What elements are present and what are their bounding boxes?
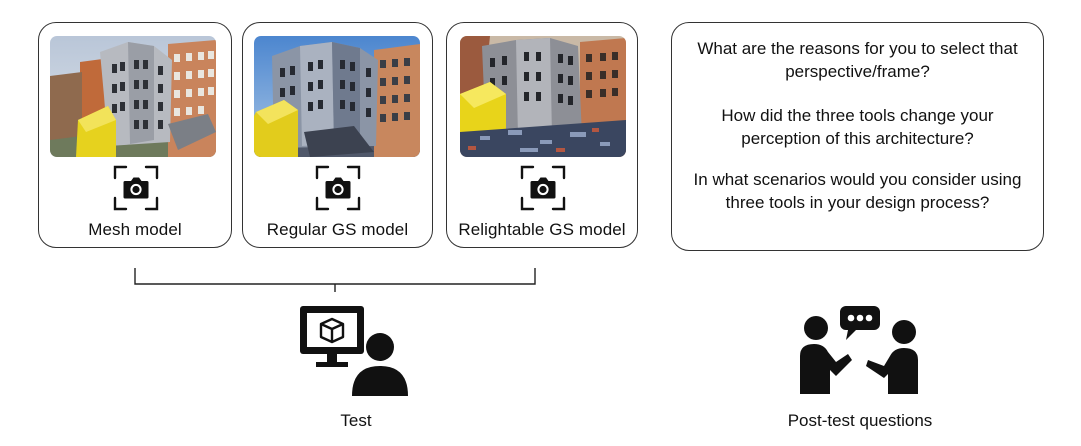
camera-icon[interactable] <box>315 165 361 211</box>
test-caption: Test <box>340 411 372 430</box>
relightable-gs-render <box>460 36 626 157</box>
question-1: What are the reasons for you to select t… <box>697 39 1018 81</box>
regular-gs-render <box>254 36 420 157</box>
question-3: In what scenarios would you consider usi… <box>693 170 1022 212</box>
tool-label-relightable-gs: Relightable GS model <box>458 220 626 239</box>
question-2: How did the three tools change your perc… <box>721 106 994 148</box>
computer-user-icon <box>300 306 408 396</box>
camera-icon[interactable] <box>520 165 566 211</box>
regular-gs-model-card: Regular GS model <box>242 22 433 248</box>
post-test-caption: Post-test questions <box>787 411 933 430</box>
camera-icon[interactable] <box>113 165 159 211</box>
relightable-gs-model-card: Relightable GS model <box>446 22 638 248</box>
tool-label-mesh: Mesh model <box>88 220 182 239</box>
mesh-model-render <box>50 36 216 157</box>
post-test-questions-card: What are the reasons for you to select t… <box>671 22 1044 251</box>
tool-label-regular-gs: Regular GS model <box>266 220 409 239</box>
grouping-bracket <box>134 268 536 292</box>
mesh-model-card: Mesh model <box>38 22 232 248</box>
conversation-icon <box>800 306 918 394</box>
